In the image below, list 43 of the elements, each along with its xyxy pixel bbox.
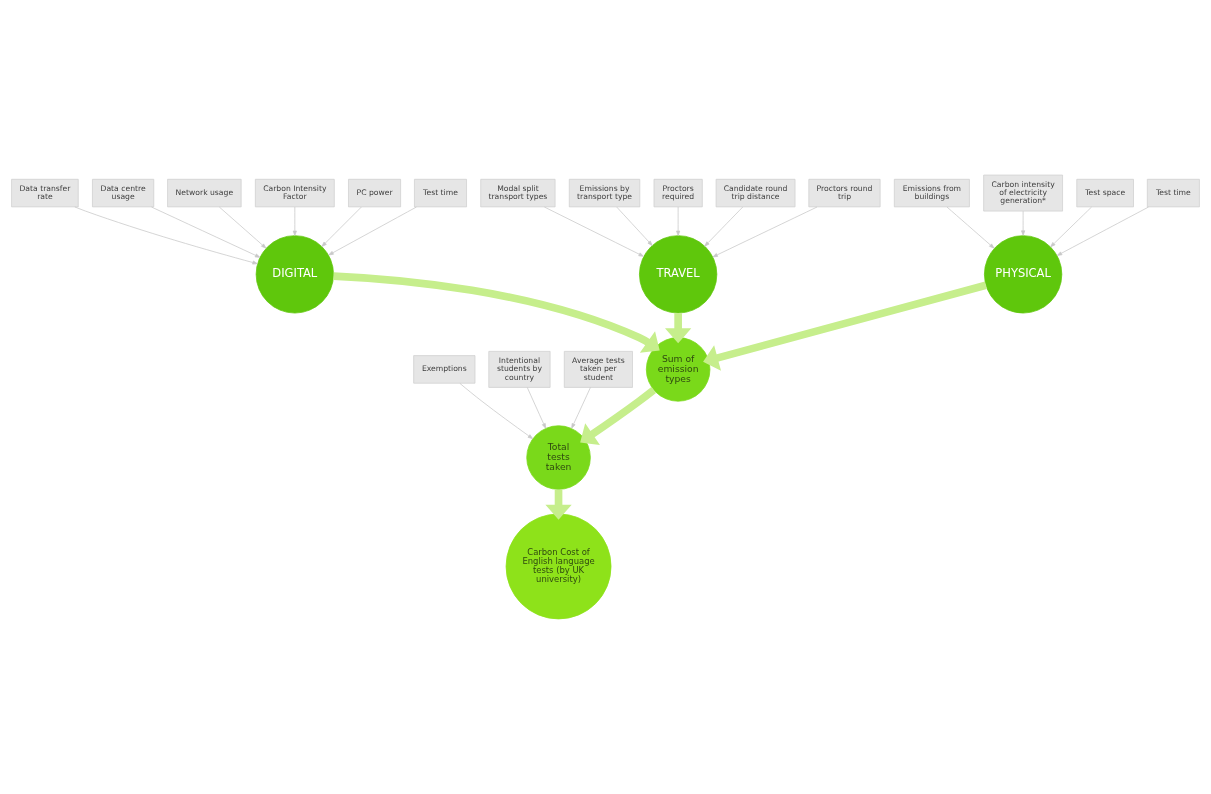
node-box: Proctors required [653,178,703,208]
node-box: Test time [414,178,467,208]
node-box: Carbon intensity of electricity generation* [983,174,1063,212]
node-circle: Carbon Cost of English language tests (by UK university) [505,513,612,620]
node-circle: Sum of emission types [645,337,711,402]
node-box: Candidate round trip distance [715,178,796,208]
arrow [712,206,818,258]
arrow [676,206,681,236]
node-box: Network usage [167,178,242,208]
node-box: Average tests taken per student [563,351,633,388]
arrow [1050,206,1092,248]
node-box: Test space [1076,178,1134,208]
node-box: Emissions by transport type [568,178,641,208]
node-box: Emissions from buildings [893,178,970,208]
node-box: Carbon Intensity Factor [254,178,335,208]
arrow [1056,206,1149,256]
node-box: PC power [348,178,401,208]
arrow [545,489,572,520]
arrow [616,206,653,246]
arrow [321,206,362,247]
arrow [1021,210,1026,236]
arrow [328,206,417,256]
arrow [218,206,267,249]
arrow [946,206,995,249]
arrow [74,206,258,265]
arrow [704,206,744,247]
arrow [459,383,534,440]
node-box: Modal split transport types [480,178,556,208]
node-box: Data centre usage [92,178,155,208]
node-box: Exemptions [413,355,476,384]
arrow [703,281,987,371]
arrow [526,387,547,429]
arrow [665,313,692,344]
arrow [292,206,297,236]
node-box: Proctors round trip [808,178,881,208]
arrow [151,206,261,258]
node-box: Test time [1146,178,1200,208]
node-box: Intentional students by country [488,351,551,388]
arrow [571,387,591,429]
node-box: Data transfer rate [11,178,79,208]
arrow [580,386,657,445]
arrow [333,272,660,353]
arrow [544,206,644,257]
